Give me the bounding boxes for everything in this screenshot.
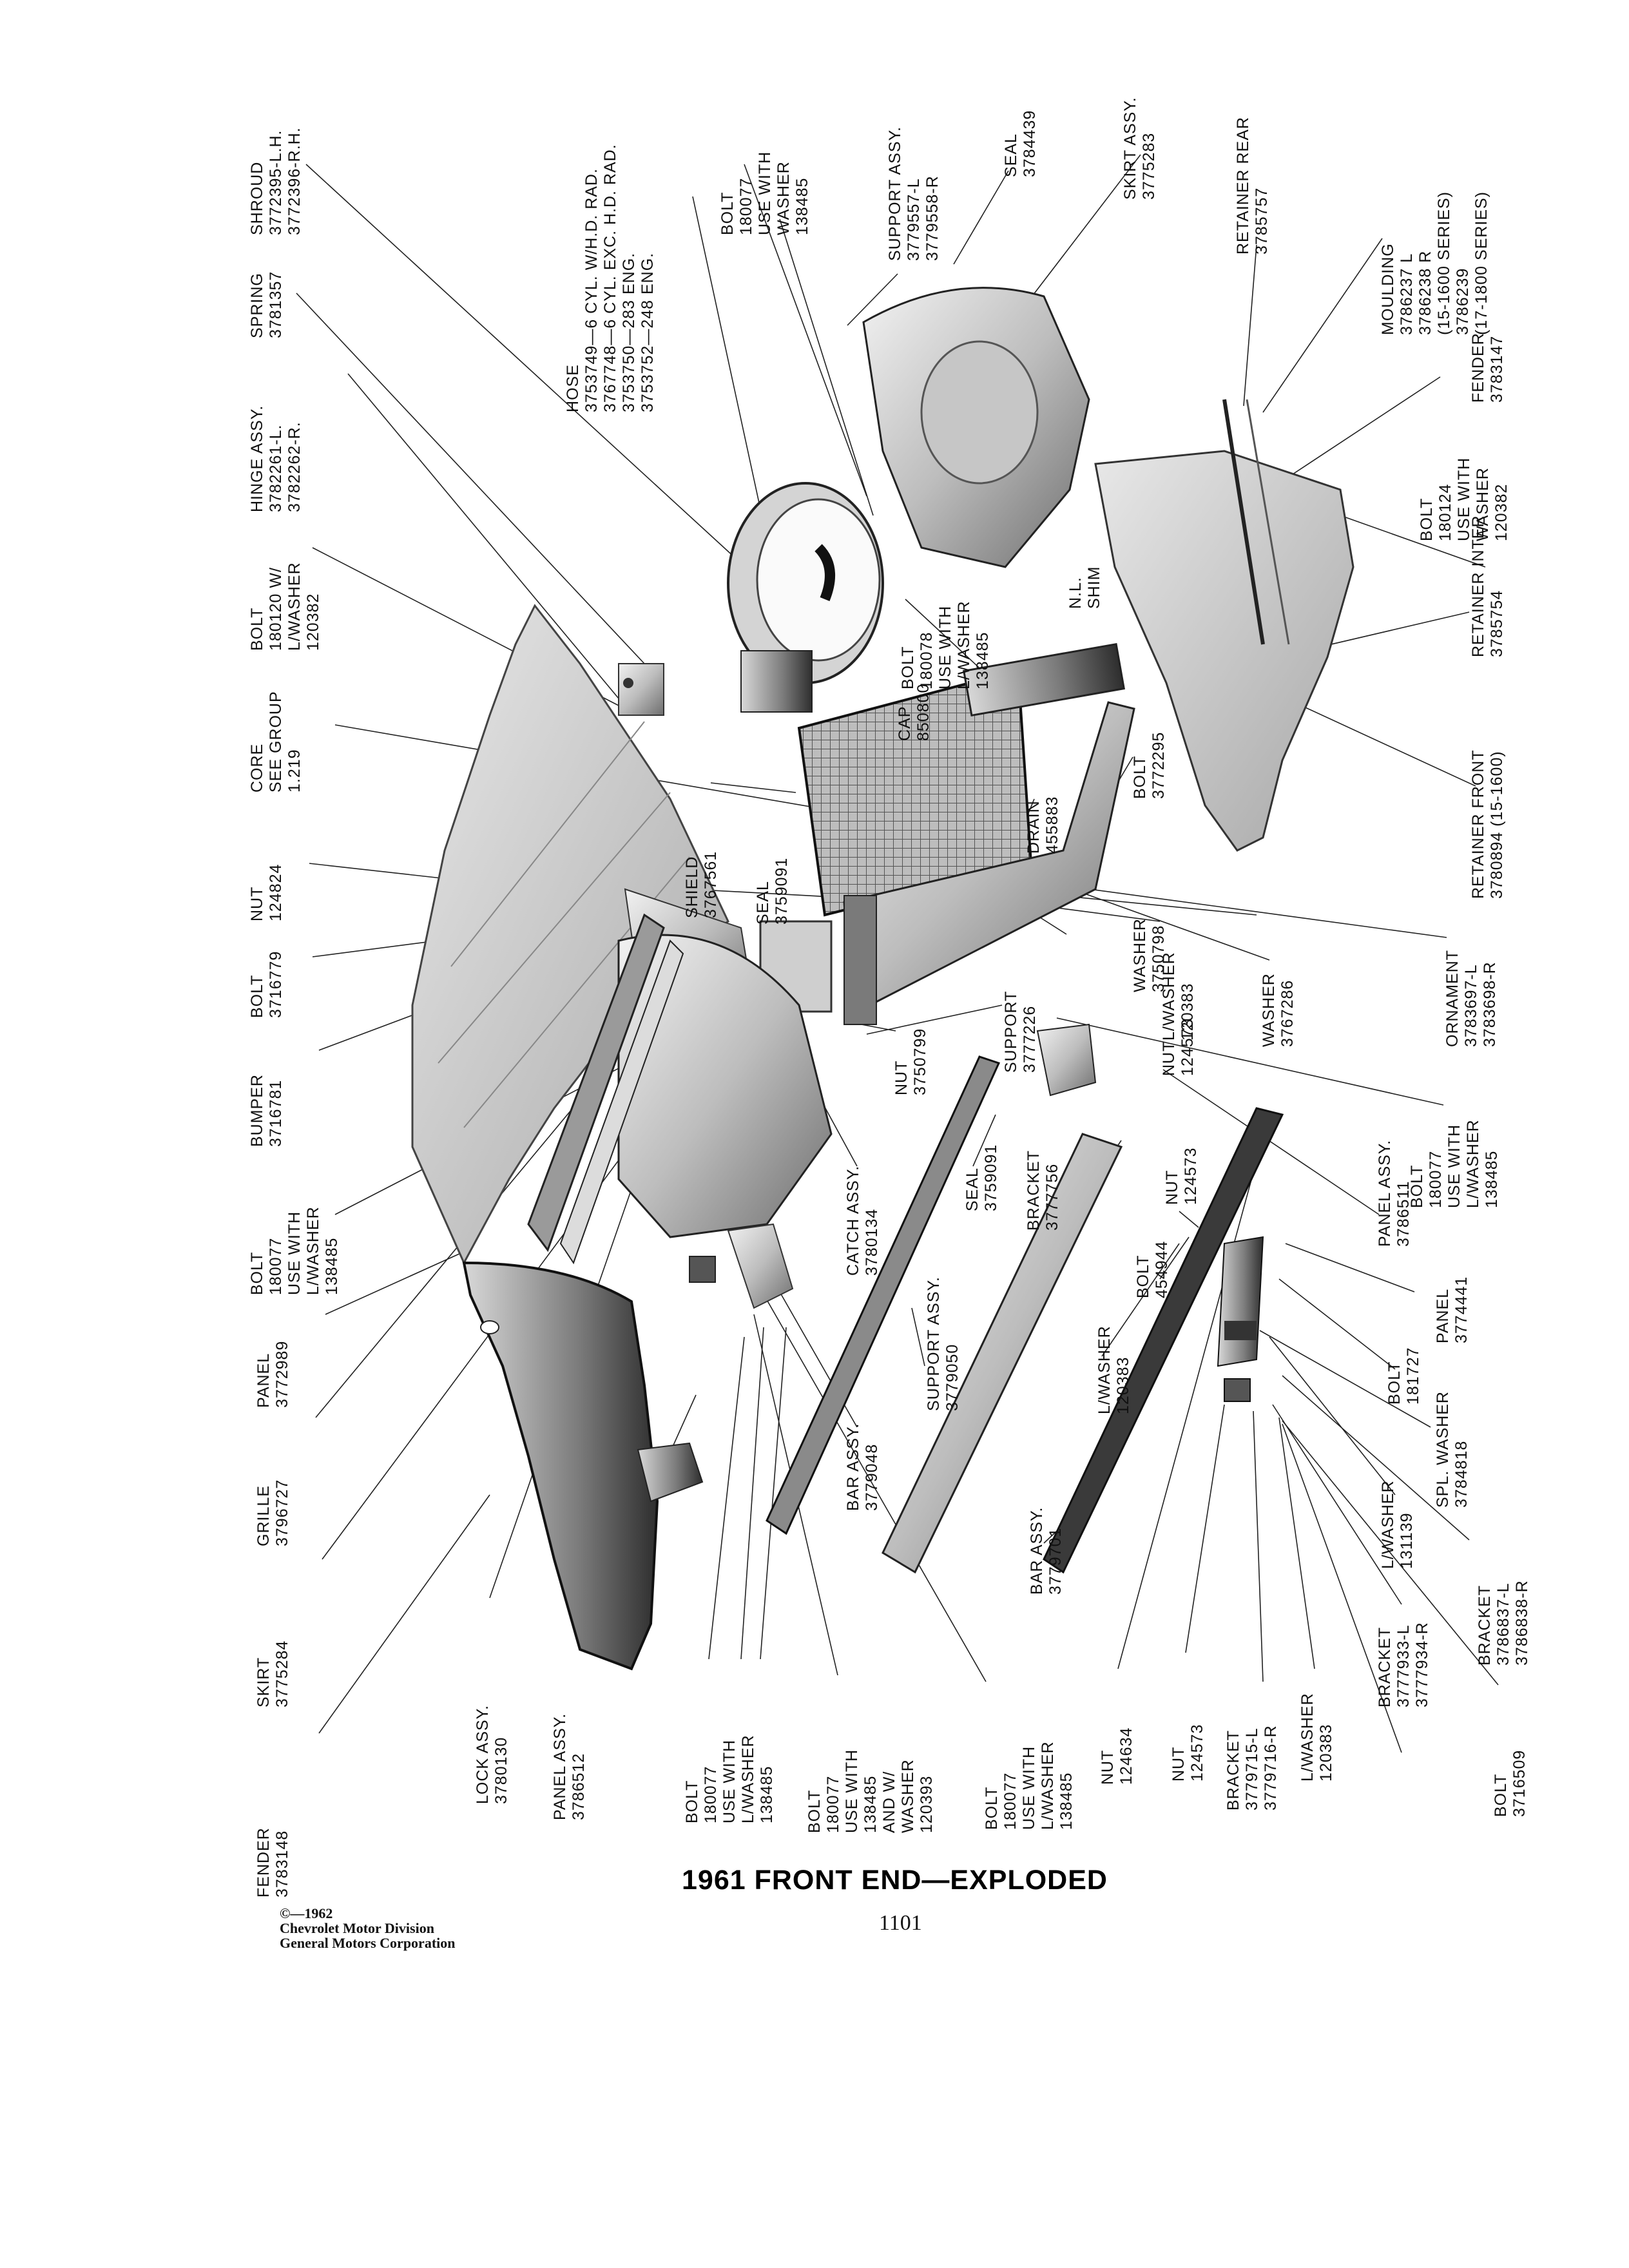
callout-bracket-3777756: BRACKET 3777756 bbox=[1025, 1149, 1061, 1231]
page-title: 1961 FRONT END—EXPLODED bbox=[682, 1865, 1108, 1896]
callout-lwasher-120383-low: L/WASHER 120383 bbox=[1095, 1325, 1132, 1414]
copyright-year: ©—1962 bbox=[280, 1905, 333, 1921]
radiator-core bbox=[797, 642, 1125, 917]
callout-spring: SPRING 3781357 bbox=[248, 271, 285, 338]
callout-spl-washer: SPL. WASHER 3784818 bbox=[1434, 1391, 1470, 1508]
callout-bolt-180078: BOLT 180078 USE WITH L/WASHER 138485 bbox=[899, 601, 992, 689]
callout-cap: CAP 850800 bbox=[896, 683, 932, 741]
callout-support-assy-3779050: SUPPORT ASSY. 3779050 bbox=[925, 1276, 961, 1411]
callout-nut-124824: NUT 124824 bbox=[248, 863, 285, 921]
hinge-assembly bbox=[618, 663, 664, 716]
front-fender-left bbox=[462, 1261, 659, 1671]
copyright-division: Chevrolet Motor Division bbox=[280, 1920, 434, 1936]
callout-drain: DRAIN 455883 bbox=[1025, 796, 1061, 854]
callout-hinge-assy: HINGE ASSY. 3782261-L. 3782262-R. bbox=[248, 405, 304, 512]
callout-lwasher-120383-bot: L/WASHER 120383 bbox=[1298, 1693, 1335, 1782]
callout-bracket-3777933: BRACKET 3777933-L 3777934-R bbox=[1376, 1622, 1431, 1707]
callout-nut-124573-low: NUT 124573 bbox=[1170, 1724, 1206, 1782]
callout-nut-124573-upper: NUT 124573 bbox=[1163, 1147, 1200, 1205]
callout-bolt-180077-bl1: BOLT 180077 USE WITH L/WASHER 138485 bbox=[683, 1735, 776, 1823]
callout-core: CORE SEE GROUP 1.219 bbox=[248, 691, 304, 793]
callout-hose: HOSE 3753749—6 CYL. W/H.D. RAD. 3767748—… bbox=[564, 144, 657, 412]
callout-shroud: SHROUD 3772395-L.H. 3772396-R.H. bbox=[248, 127, 304, 235]
bumper-bars bbox=[766, 1055, 1284, 1574]
callout-nl-shim: N.L. SHIM bbox=[1066, 566, 1103, 610]
radiator-support bbox=[843, 701, 1135, 1025]
callout-ornament: ORNAMENT 3783697-L 3783698-R bbox=[1443, 949, 1499, 1047]
callout-nut-124634: NUT 124634 bbox=[1099, 1727, 1135, 1785]
callout-bar-assy-3779701: BAR ASSY. 3779701 bbox=[1028, 1506, 1065, 1595]
callout-lock-assy: LOCK ASSY. 3780130 bbox=[474, 1704, 510, 1804]
callout-washer-3750798: WASHER 3750798 bbox=[1131, 918, 1168, 992]
bumper-brackets bbox=[1036, 1023, 1264, 1402]
callout-bolt-454944: BOLT 454944 bbox=[1134, 1240, 1171, 1298]
copyright-block: ©—1962 Chevrolet Motor Division General … bbox=[280, 1906, 456, 1950]
catch-and-lock bbox=[637, 1223, 794, 1503]
callout-bolt-180077-hose: BOLT 180077 USE WITH WASHER 138485 bbox=[718, 151, 811, 235]
callout-support-assy-3779557: SUPPORT ASSY. 3779557-L 3779558-R bbox=[886, 126, 941, 261]
callout-retainer-inter: RETAINER INTER 3785754 bbox=[1469, 515, 1506, 658]
copyright-corporation: General Motors Corporation bbox=[280, 1935, 456, 1951]
callout-panel-assy-3786511: PANEL ASSY. 3786511 bbox=[1376, 1139, 1412, 1247]
callout-moulding: MOULDING 3786237 L 3786238 R (15-1600 SE… bbox=[1379, 191, 1490, 335]
callout-fender-3783148: FENDER 3783148 bbox=[255, 1827, 291, 1898]
callout-fender-37831: FENDER 3783147 bbox=[1469, 332, 1506, 403]
callout-bolt-3716779: BOLT 3716779 bbox=[248, 950, 285, 1018]
callout-panel-assy-3786512: PANEL ASSY. 3786512 bbox=[551, 1713, 588, 1820]
callout-bolt-3716509: BOLT 3716509 bbox=[1492, 1749, 1528, 1817]
callout-panel-3772989: PANEL 3772989 bbox=[255, 1340, 291, 1408]
callout-support-3777226: SUPPORT 3777226 bbox=[1002, 990, 1039, 1073]
callout-grille: GRILLE 3796727 bbox=[255, 1479, 291, 1546]
callout-skirt-3775284: SKIRT 3775284 bbox=[255, 1640, 291, 1707]
callout-panel-3774441: PANEL 3774441 bbox=[1434, 1276, 1470, 1343]
callout-bolt-180077-bl2: BOLT 180077 USE WITH 138485 AND W/ WASHE… bbox=[805, 1749, 936, 1833]
callout-skirt-assy-3775283: SKIRT ASSY. 3775283 bbox=[1121, 97, 1158, 200]
callout-washer-3767286: WASHER 3767286 bbox=[1260, 973, 1296, 1047]
callout-nut-124573-mid: NUT 124573 bbox=[1160, 1018, 1197, 1076]
callout-bolt-180120: BOLT 180120 W/ L/WASHER 120382 bbox=[248, 562, 322, 651]
callout-seal-3759091-low: SEAL 3759091 bbox=[963, 1144, 1000, 1211]
callout-bar-assy-3779048: BAR ASSY. 3779048 bbox=[844, 1423, 881, 1511]
inner-fender-skirt-right bbox=[862, 287, 1090, 568]
callout-bracket-3786837: BRACKET 3786837-L 3786838-R bbox=[1476, 1580, 1531, 1666]
callout-catch-assy: CATCH ASSY. 3780134 bbox=[844, 1165, 881, 1276]
callout-seal-3759091-top: SEAL 3759091 bbox=[754, 857, 791, 925]
callout-lwasher-131139: L/WASHER 131139 bbox=[1379, 1480, 1416, 1569]
front-fender-right bbox=[1094, 399, 1354, 852]
grille-and-panel bbox=[527, 913, 684, 1265]
callout-bolt-181727: BOLT 181727 bbox=[1385, 1347, 1422, 1405]
page-number: 1101 bbox=[879, 1911, 922, 1935]
callout-retainer-front: RETAINER FRONT 3780894 (15-1600) bbox=[1469, 749, 1506, 899]
callout-nut-3750799: NUT 3750799 bbox=[892, 1028, 929, 1095]
callout-bolt-180077-bl3: BOLT 180077 USE WITH L/WASHER 138485 bbox=[983, 1741, 1075, 1830]
callout-bolt-3772295: BOLT 3772295 bbox=[1131, 731, 1168, 799]
callout-shield: SHIELD 3767561 bbox=[683, 850, 720, 918]
radiator-shroud bbox=[727, 482, 884, 713]
callout-bracket-3779715: BRACKET 3779715-L 3779716-R bbox=[1224, 1725, 1280, 1811]
callout-bumper: BUMPER 3716781 bbox=[248, 1074, 285, 1147]
callout-seal-3784439: SEAL 3784439 bbox=[1002, 110, 1039, 177]
callout-retainer-rear: RETAINER REAR 3785757 bbox=[1234, 117, 1271, 255]
hood-panel bbox=[411, 604, 729, 1265]
callout-bolt-180077-right: BOLT 180077 USE WITH L/WASHER 138485 bbox=[1408, 1119, 1501, 1208]
callout-bolt-180077-top: BOLT 180077 USE WITH L/WASHER 138485 bbox=[248, 1206, 341, 1295]
